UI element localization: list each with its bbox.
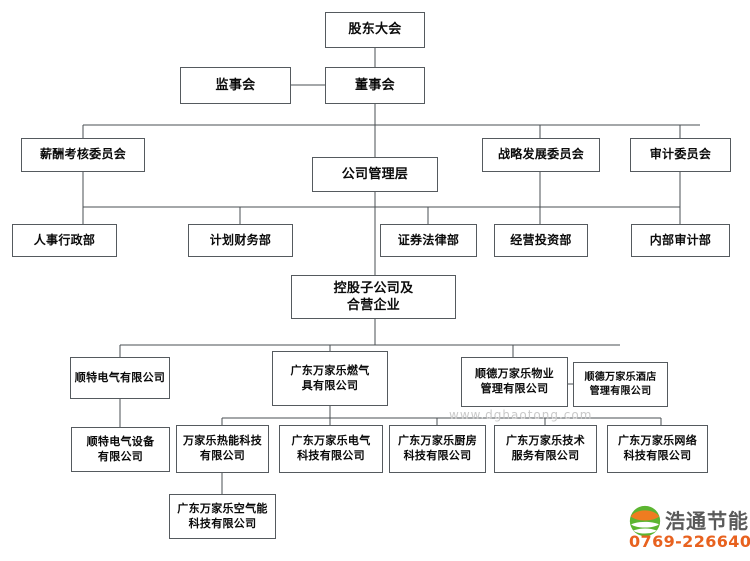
leaf-circle-icon (629, 505, 661, 537)
node-shunte-electric[interactable]: 顺特电气有限公司 (70, 357, 170, 399)
node-strategy-committee[interactable]: 战略发展委员会 (482, 138, 600, 172)
node-subsidiaries-jv[interactable]: 控股子公司及 合营企业 (291, 275, 456, 319)
watermark: www.dghaotong.com (449, 408, 593, 422)
node-macro-air-energy-tech[interactable]: 广东万家乐空气能 科技有限公司 (169, 494, 276, 539)
node-securities-legal-dept[interactable]: 证券法律部 (380, 224, 477, 257)
node-macro-network-tech[interactable]: 广东万家乐网络 科技有限公司 (607, 425, 708, 473)
node-hr-admin-dept[interactable]: 人事行政部 (12, 224, 117, 257)
node-planning-finance-dept[interactable]: 计划财务部 (188, 224, 293, 257)
node-shunde-macro-hotel[interactable]: 顺德万家乐酒店 管理有限公司 (573, 362, 668, 407)
logo-text: 浩通节能 (665, 509, 749, 533)
node-internal-audit-dept[interactable]: 内部审计部 (631, 224, 730, 257)
company-logo: 浩通节能 0769-22664029 (628, 503, 750, 555)
node-audit-committee[interactable]: 审计委员会 (630, 138, 731, 172)
node-company-management[interactable]: 公司管理层 (312, 157, 438, 192)
node-macro-gas-appliance[interactable]: 广东万家乐燃气 具有限公司 (272, 351, 388, 406)
node-compensation-committee[interactable]: 薪酬考核委员会 (21, 138, 145, 172)
logo-phone: 0769-22664029 (629, 532, 750, 551)
node-operation-investment-dept[interactable]: 经营投资部 (494, 224, 588, 257)
node-macro-kitchen-tech[interactable]: 广东万家乐厨房 科技有限公司 (389, 425, 486, 473)
node-shunte-electric-equipment[interactable]: 顺特电气设备 有限公司 (71, 427, 170, 472)
node-macro-thermal-tech[interactable]: 万家乐热能科技 有限公司 (176, 425, 269, 473)
node-macro-electric-tech[interactable]: 广东万家乐电气 科技有限公司 (279, 425, 383, 473)
node-macro-technical-service[interactable]: 广东万家乐技术 服务有限公司 (494, 425, 597, 473)
node-board-of-supervisors[interactable]: 监事会 (180, 67, 291, 104)
node-board-of-directors[interactable]: 董事会 (325, 67, 425, 104)
node-shunde-macro-property[interactable]: 顺德万家乐物业 管理有限公司 (461, 357, 568, 407)
node-shareholders-meeting[interactable]: 股东大会 (325, 12, 425, 48)
